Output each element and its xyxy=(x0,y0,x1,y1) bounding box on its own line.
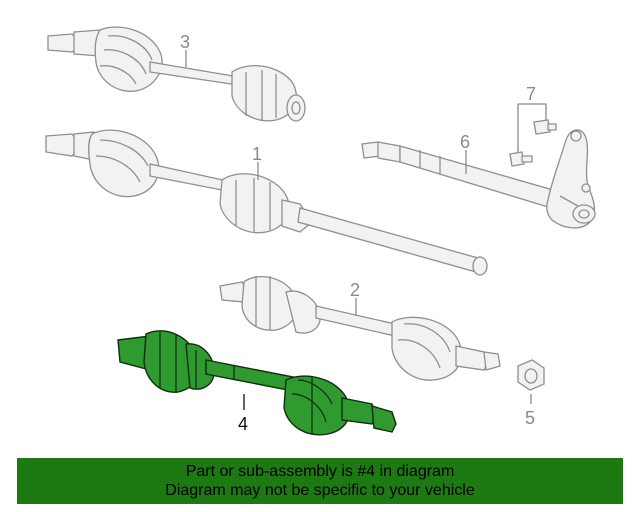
callout-1: 1 xyxy=(252,144,262,164)
drive-shaft-part-2[interactable] xyxy=(219,276,501,381)
leader-lines xyxy=(185,50,547,410)
callout-6: 6 xyxy=(460,132,470,152)
callout-2: 2 xyxy=(350,280,360,300)
banner-line-1: Part or sub-assembly is #4 in diagram xyxy=(185,463,455,480)
info-banner: Part or sub-assembly is #4 in diagram Di… xyxy=(17,458,623,504)
drive-shaft-part-3[interactable] xyxy=(47,26,306,122)
bolts-part-7[interactable] xyxy=(509,119,557,167)
support-bracket[interactable] xyxy=(546,129,596,229)
callout-4: 4 xyxy=(238,414,248,434)
axle-nut-part-5[interactable] xyxy=(517,359,545,391)
intermediate-shaft-part-6[interactable] xyxy=(361,141,561,211)
callout-7: 7 xyxy=(526,84,536,104)
banner-line-2: Diagram may not be specific to your vehi… xyxy=(165,482,475,499)
callout-3: 3 xyxy=(180,32,190,52)
drive-shaft-part-4-highlighted[interactable] xyxy=(117,330,397,436)
callout-5: 5 xyxy=(525,408,535,428)
drive-shaft-part-1[interactable] xyxy=(45,129,488,276)
